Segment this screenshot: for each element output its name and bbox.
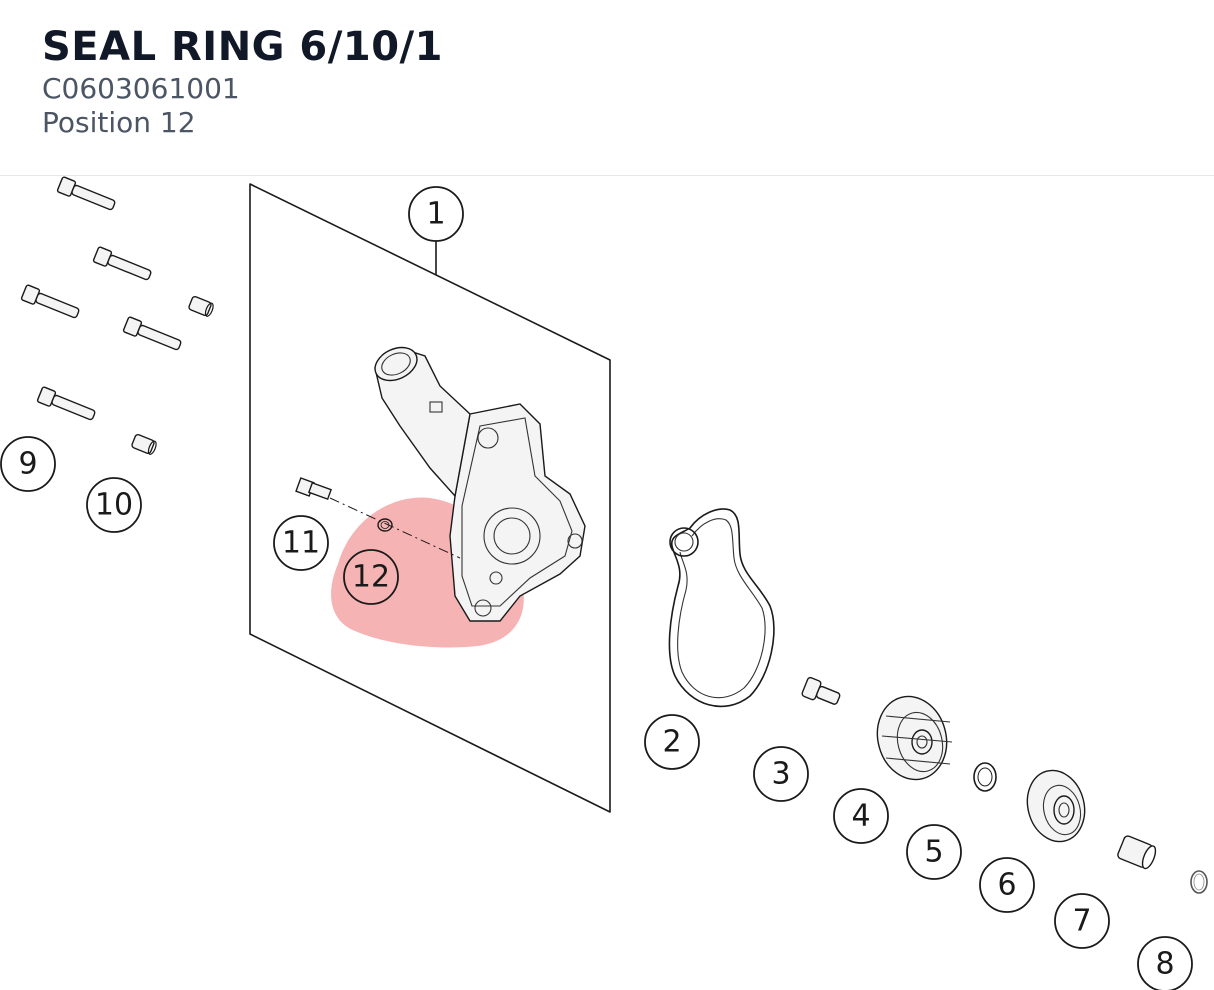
callout-7[interactable]: 7 [1054, 893, 1110, 949]
callout-2[interactable]: 2 [644, 714, 700, 770]
callout-8[interactable]: 8 [1137, 936, 1193, 990]
pump-cover-assembly [249, 183, 611, 813]
diagram-canvas: 1 2 3 4 5 6 7 8 [0, 176, 1208, 990]
callout-6[interactable]: 6 [979, 857, 1035, 913]
svg-text:11: 11 [282, 526, 320, 561]
callout-12[interactable]: 12 [343, 549, 399, 605]
shaft-seal-part-6 [1026, 769, 1086, 843]
exploded-parts-diagram: 1 2 3 4 5 6 7 8 [0, 176, 1214, 990]
screw-part-11 [295, 477, 461, 559]
svg-text:5: 5 [924, 835, 943, 870]
svg-text:7: 7 [1072, 904, 1091, 939]
svg-text:3: 3 [771, 757, 790, 792]
callout-11[interactable]: 11 [273, 515, 329, 571]
callout-9[interactable]: 9 [0, 436, 56, 492]
svg-text:2: 2 [662, 725, 681, 760]
bushing-part-7 [1117, 835, 1157, 870]
position-label: Position 12 [42, 106, 196, 139]
svg-text:6: 6 [997, 868, 1016, 903]
callout-10[interactable]: 10 [86, 477, 142, 533]
o-ring-part-8 [1190, 870, 1208, 894]
callout-5[interactable]: 5 [906, 824, 962, 880]
bolts-part-9 [20, 176, 182, 421]
svg-text:4: 4 [851, 799, 870, 834]
svg-text:1: 1 [426, 197, 445, 232]
svg-text:10: 10 [95, 488, 133, 523]
washer-part-5 [973, 762, 997, 792]
svg-text:9: 9 [18, 447, 37, 482]
part-number: C0603061001 [42, 72, 240, 105]
impeller-part-4 [876, 695, 953, 781]
svg-text:8: 8 [1155, 947, 1174, 982]
part-header: SEAL RING 6/10/1 C0603061001 Position 12 [0, 0, 1214, 176]
gasket-part-2 [668, 508, 775, 708]
sleeves-part-10 [131, 295, 214, 455]
callout-1[interactable]: 1 [408, 186, 464, 242]
part-title: SEAL RING 6/10/1 [42, 24, 443, 70]
seal-ring-part-12 [377, 518, 393, 532]
screw-part-3 [801, 676, 841, 705]
callout-4[interactable]: 4 [833, 788, 889, 844]
callout-3[interactable]: 3 [753, 746, 809, 802]
svg-text:12: 12 [352, 560, 390, 595]
